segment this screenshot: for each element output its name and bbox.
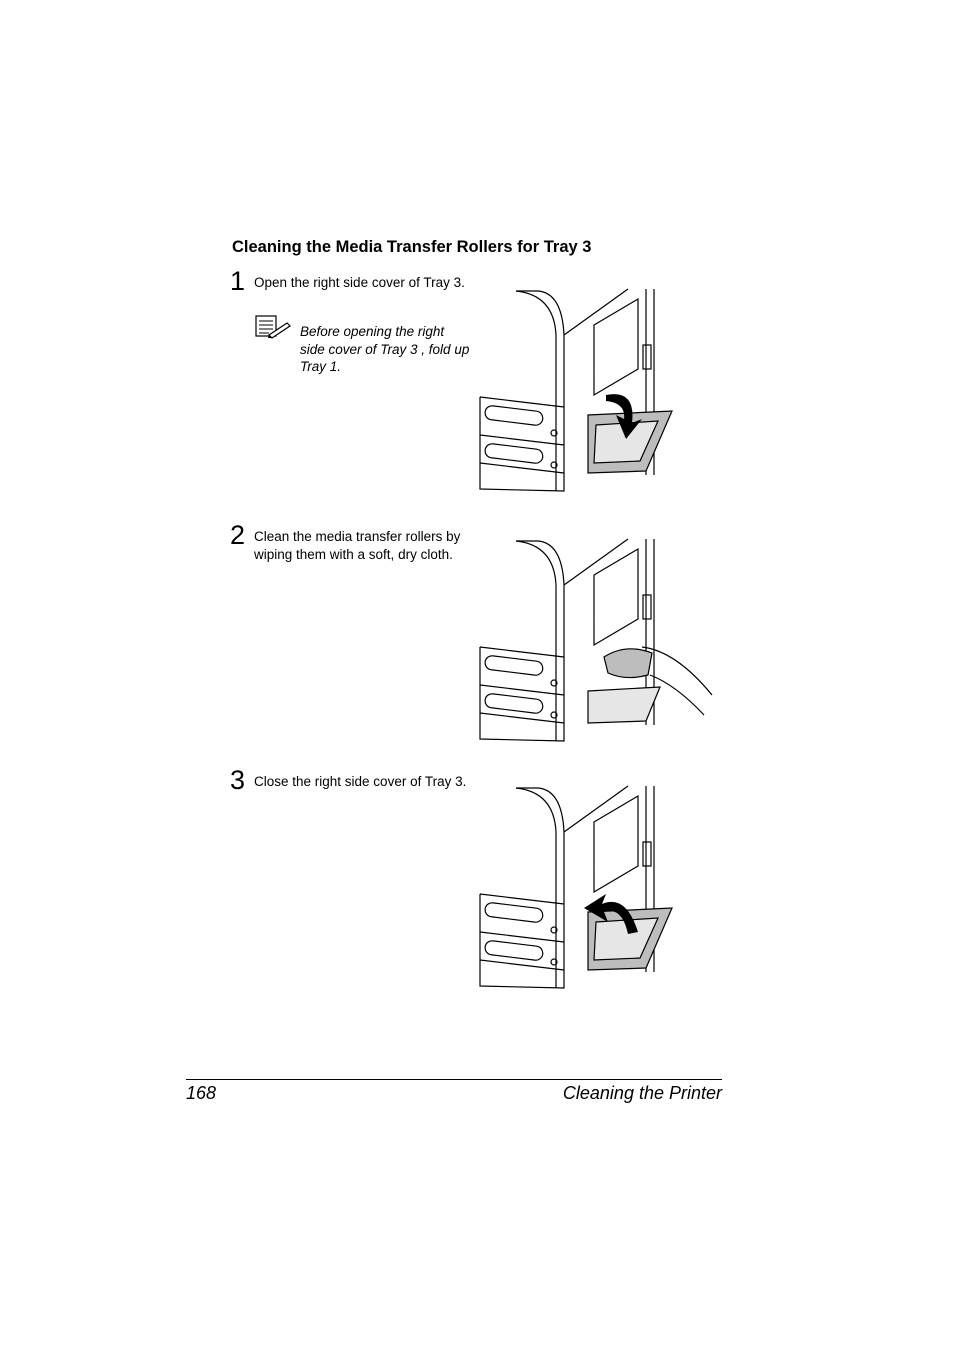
step-1-note: Before opening the right side cover of T… <box>300 324 470 374</box>
step-2-number: 2 <box>230 520 246 550</box>
step-3-text: Close the right side cover of Tray 3. <box>254 774 467 789</box>
printer-wiping-illustration <box>479 538 713 742</box>
section-heading: Cleaning the Media Transfer Rollers for … <box>232 238 592 256</box>
printer-cover-open-illustration <box>479 288 673 492</box>
footer-rule <box>186 1079 722 1080</box>
note-pad-pencil-icon <box>255 315 291 339</box>
printer-cover-close-illustration <box>479 785 673 989</box>
page-number: 168 <box>186 1083 217 1103</box>
step-3-number: 3 <box>230 765 246 795</box>
chapter-title: Cleaning the Printer <box>562 1083 722 1103</box>
step-1-text: Open the right side cover of Tray 3. <box>254 275 465 290</box>
step-2-text: Clean the media transfer rollers by wipi… <box>254 529 461 562</box>
step-1-number: 1 <box>230 266 246 296</box>
